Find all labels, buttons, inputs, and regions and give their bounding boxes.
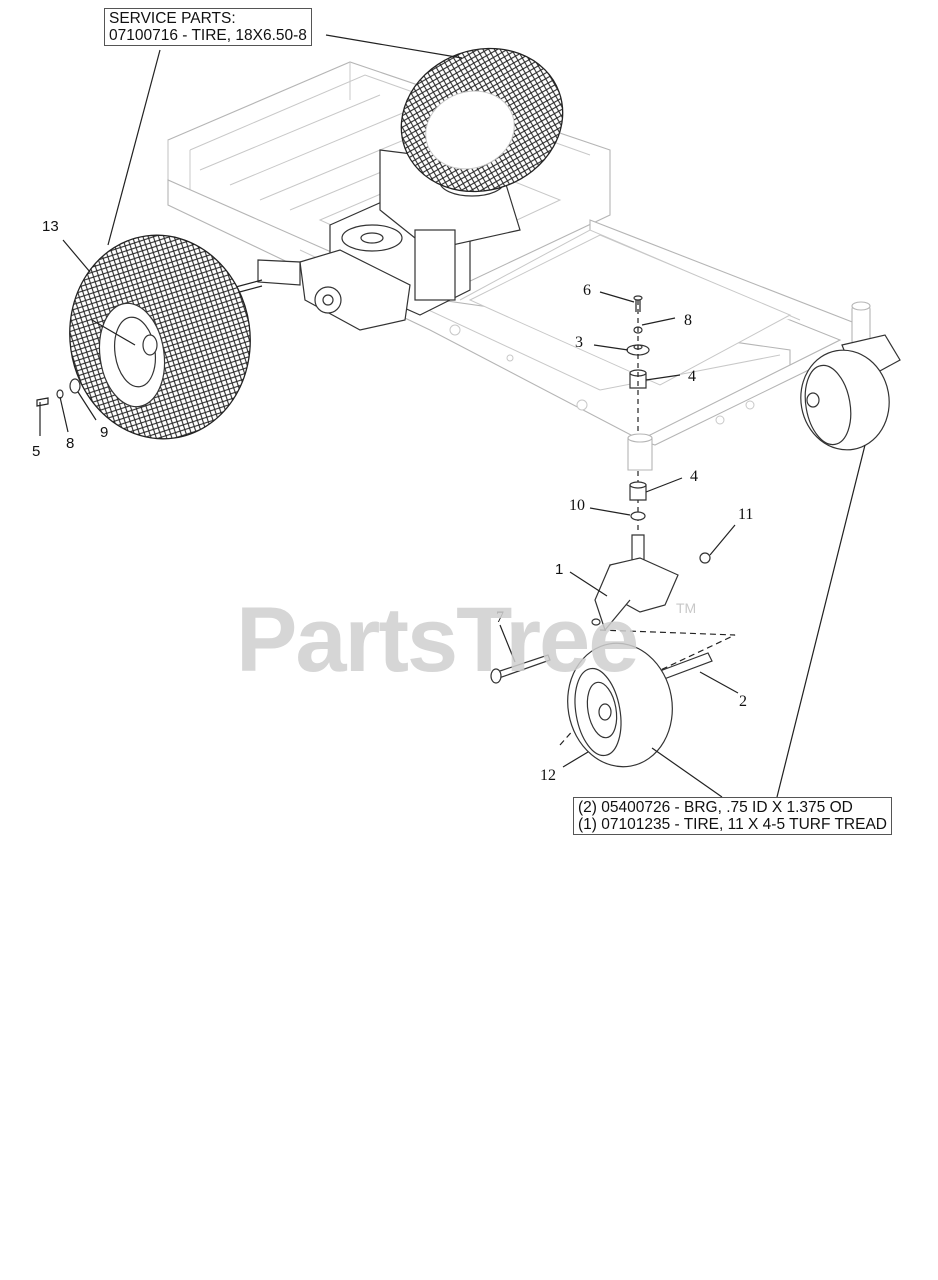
callout-9: 9 — [100, 424, 108, 441]
installed-caster — [800, 334, 901, 451]
callout-4-lower: 4 — [690, 468, 698, 485]
callout-8-top: 8 — [684, 312, 692, 329]
callout-5: 5 — [32, 443, 40, 460]
callout-3: 3 — [575, 334, 583, 351]
service-parts-box-caster: (2) 05400726 - BRG, .75 ID X 1.375 OD (1… — [573, 797, 892, 835]
service-part-caster-tire: (1) 07101235 - TIRE, 11 X 4-5 TURF TREAD — [578, 816, 887, 833]
callout-11: 11 — [738, 506, 753, 523]
callout-12: 12 — [540, 767, 556, 784]
rear-tire-13 — [69, 234, 251, 440]
leader-lines — [39, 34, 866, 798]
spacer-2 — [659, 652, 713, 680]
axle-bolt-7 — [490, 654, 551, 684]
callout-2: 2 — [739, 693, 747, 710]
callout-13: 13 — [42, 218, 59, 235]
service-part-bearing: (2) 05400726 - BRG, .75 ID X 1.375 OD — [578, 799, 853, 816]
caster-fork-1 — [591, 534, 711, 632]
axle-hardware — [36, 378, 81, 407]
watermark-tm: TM — [676, 600, 697, 616]
callout-1: 1 — [555, 561, 563, 578]
callout-7: 7 — [496, 609, 504, 626]
callout-10: 10 — [569, 497, 585, 514]
callout-numbers: 13 5 8 9 6 8 3 4 4 10 11 1 7 2 12 — [32, 218, 753, 784]
service-part-rear-tire: 07100716 - TIRE, 18X6.50-8 — [109, 27, 307, 44]
rear-tire-back — [400, 47, 564, 193]
callout-8-left: 8 — [66, 435, 74, 452]
caster-wheel-12 — [567, 642, 673, 768]
callout-4-upper: 4 — [688, 368, 696, 385]
service-parts-title: SERVICE PARTS: — [109, 10, 236, 27]
service-parts-box-rear: SERVICE PARTS: 07100716 - TIRE, 18X6.50-… — [104, 8, 312, 46]
callout-6: 6 — [583, 282, 591, 299]
